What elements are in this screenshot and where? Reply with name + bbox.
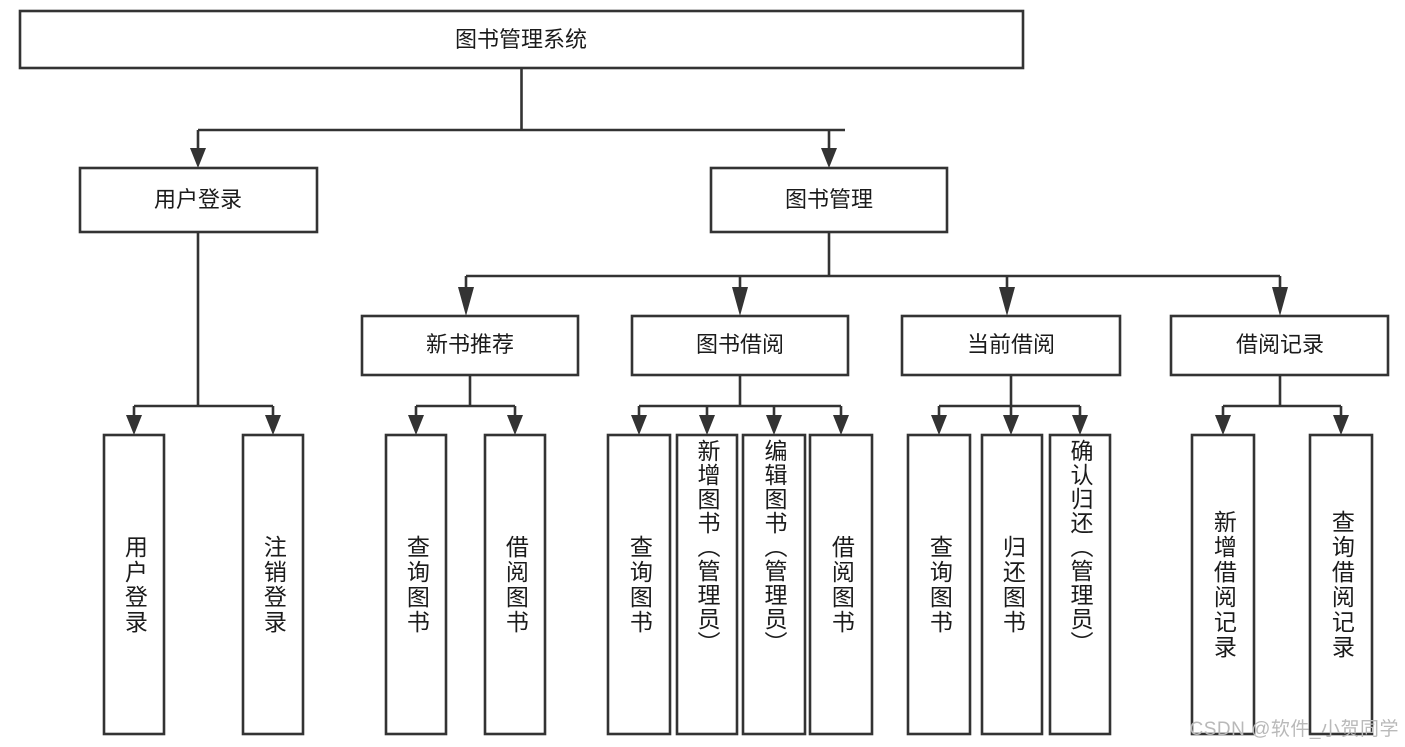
node-leaf-edit-book-label-wrap: 编辑图书（管理员） <box>761 439 788 655</box>
node-current-borrow[interactable]: 当前借阅 <box>900 314 1122 377</box>
node-user-login-box[interactable] <box>78 166 319 234</box>
arrow-head-borrow-record <box>1272 287 1288 316</box>
node-leaf-user-login-label: 用户登录 <box>121 534 148 635</box>
node-leaf-query-book-rec-label: 查询图书 <box>403 534 430 635</box>
node-leaf-return-book[interactable]: 归还图书 <box>980 433 1044 736</box>
node-leaf-user-logout-label-wrap: 注销登录 <box>260 534 287 635</box>
node-leaf-edit-book[interactable]: 编辑图书（管理员） <box>741 433 807 736</box>
node-leaf-add-record-label-wrap: 新增借阅记录 <box>1210 509 1237 660</box>
arrow-head-new-book-rec <box>458 287 474 316</box>
node-leaf-confirm-return-box[interactable] <box>1048 433 1112 736</box>
node-leaf-add-record[interactable]: 新增借阅记录 <box>1190 433 1256 736</box>
node-book-manage[interactable]: 图书管理 <box>709 166 949 234</box>
node-leaf-return-book-label: 归还图书 <box>999 534 1026 635</box>
node-leaf-query-book-c[interactable]: 查询图书 <box>906 433 972 736</box>
node-leaf-borrow-book-b-label: 借阅图书 <box>828 534 855 635</box>
node-leaf-user-logout[interactable]: 注销登录 <box>241 433 305 736</box>
node-leaf-borrow-book-rec-label-wrap: 借阅图书 <box>502 534 529 635</box>
node-new-book-rec[interactable]: 新书推荐 <box>360 314 580 377</box>
node-leaf-query-book-b-box[interactable] <box>606 433 672 736</box>
node-user-login[interactable]: 用户登录 <box>78 166 319 234</box>
node-root[interactable]: 图书管理系统 <box>18 9 1025 70</box>
node-leaf-query-record-box[interactable] <box>1308 433 1374 736</box>
node-book-manage-box[interactable] <box>709 166 949 234</box>
node-leaf-query-book-b-label-wrap: 查询图书 <box>626 534 653 635</box>
arrow-head-leaf-query-book-b <box>631 415 647 435</box>
node-leaf-query-record-label: 查询借阅记录 <box>1328 509 1355 660</box>
node-leaf-user-login-label-wrap: 用户登录 <box>121 534 148 635</box>
node-leaf-query-record[interactable]: 查询借阅记录 <box>1308 433 1374 736</box>
node-leaf-add-book-label-wrap: 新增图书（管理员） <box>694 439 721 655</box>
node-leaf-borrow-book-b[interactable]: 借阅图书 <box>808 433 874 736</box>
node-leaf-query-book-rec[interactable]: 查询图书 <box>384 433 448 736</box>
node-leaf-add-record-label: 新增借阅记录 <box>1210 509 1237 660</box>
node-leaf-query-book-c-label: 查询图书 <box>926 534 953 635</box>
arrow-head-leaf-confirm-return <box>1072 415 1088 435</box>
node-leaf-query-book-rec-box[interactable] <box>384 433 448 736</box>
node-leaf-borrow-book-rec-label: 借阅图书 <box>502 534 529 635</box>
csdn-watermark: CSDN @软件_小贺同学 <box>1189 719 1399 740</box>
node-borrow-record[interactable]: 借阅记录 <box>1169 314 1390 377</box>
node-root-box[interactable] <box>18 9 1025 70</box>
node-leaf-edit-book-box[interactable] <box>741 433 807 736</box>
arrow-head-leaf-add-record <box>1215 415 1231 435</box>
node-leaf-confirm-return-label: 确认归还（管理员） <box>1067 439 1094 655</box>
node-leaf-user-login-box[interactable] <box>102 433 166 736</box>
arrow-head-leaf-user-logout <box>265 415 281 435</box>
node-leaf-add-record-box[interactable] <box>1190 433 1256 736</box>
arrow-head-user-login <box>190 148 206 168</box>
node-book-manage-label: 图书管理 <box>785 187 873 212</box>
node-book-borrow-box[interactable] <box>630 314 850 377</box>
node-leaf-user-logout-label: 注销登录 <box>260 534 287 635</box>
node-leaf-add-book-label: 新增图书（管理员） <box>694 439 721 655</box>
arrow-head-leaf-return-book <box>1003 415 1019 435</box>
node-user-login-label: 用户登录 <box>154 187 242 212</box>
arrow-head-book-manage <box>821 148 837 168</box>
connector-layer <box>126 68 1349 435</box>
node-leaf-confirm-return-label-wrap: 确认归还（管理员） <box>1067 439 1094 655</box>
node-new-book-rec-box[interactable] <box>360 314 580 377</box>
node-leaf-add-book[interactable]: 新增图书（管理员） <box>675 433 739 736</box>
node-leaf-add-book-box[interactable] <box>675 433 739 736</box>
node-leaf-borrow-book-rec-box[interactable] <box>483 433 547 736</box>
node-borrow-record-box[interactable] <box>1169 314 1390 377</box>
node-leaf-user-logout-box[interactable] <box>241 433 305 736</box>
arrow-head-leaf-user-login <box>126 415 142 435</box>
node-leaf-edit-book-label: 编辑图书（管理员） <box>761 439 788 655</box>
node-leaf-query-book-c-box[interactable] <box>906 433 972 736</box>
arrow-head-leaf-query-record <box>1333 415 1349 435</box>
node-current-borrow-label: 当前借阅 <box>967 332 1055 357</box>
node-leaf-query-book-rec-label-wrap: 查询图书 <box>403 534 430 635</box>
node-leaf-return-book-label-wrap: 归还图书 <box>999 534 1026 635</box>
node-current-borrow-box[interactable] <box>900 314 1122 377</box>
node-root-label: 图书管理系统 <box>455 27 587 52</box>
node-leaf-query-record-label-wrap: 查询借阅记录 <box>1328 509 1355 660</box>
node-leaf-confirm-return[interactable]: 确认归还（管理员） <box>1048 433 1112 736</box>
node-leaf-query-book-b[interactable]: 查询图书 <box>606 433 672 736</box>
arrow-head-leaf-borrow-book-b <box>833 415 849 435</box>
arrow-head-current-borrow <box>999 287 1015 316</box>
arrow-head-leaf-query-book-rec <box>408 415 424 435</box>
arrow-head-leaf-query-book-c <box>931 415 947 435</box>
arrow-head-leaf-edit-book <box>766 415 782 435</box>
node-new-book-rec-label: 新书推荐 <box>426 332 514 357</box>
node-borrow-record-label: 借阅记录 <box>1236 332 1324 357</box>
node-leaf-user-login[interactable]: 用户登录 <box>102 433 166 736</box>
arrow-head-book-borrow <box>732 287 748 316</box>
node-leaf-query-book-b-label: 查询图书 <box>626 534 653 635</box>
node-leaf-query-book-c-label-wrap: 查询图书 <box>926 534 953 635</box>
arrow-head-leaf-add-book <box>699 415 715 435</box>
node-leaf-borrow-book-b-label-wrap: 借阅图书 <box>828 534 855 635</box>
node-leaf-borrow-book-b-box[interactable] <box>808 433 874 736</box>
arrow-head-leaf-borrow-book-rec <box>507 415 523 435</box>
node-leaf-borrow-book-rec[interactable]: 借阅图书 <box>483 433 547 736</box>
node-book-borrow[interactable]: 图书借阅 <box>630 314 850 377</box>
node-book-borrow-label: 图书借阅 <box>696 332 784 357</box>
node-leaf-return-book-box[interactable] <box>980 433 1044 736</box>
